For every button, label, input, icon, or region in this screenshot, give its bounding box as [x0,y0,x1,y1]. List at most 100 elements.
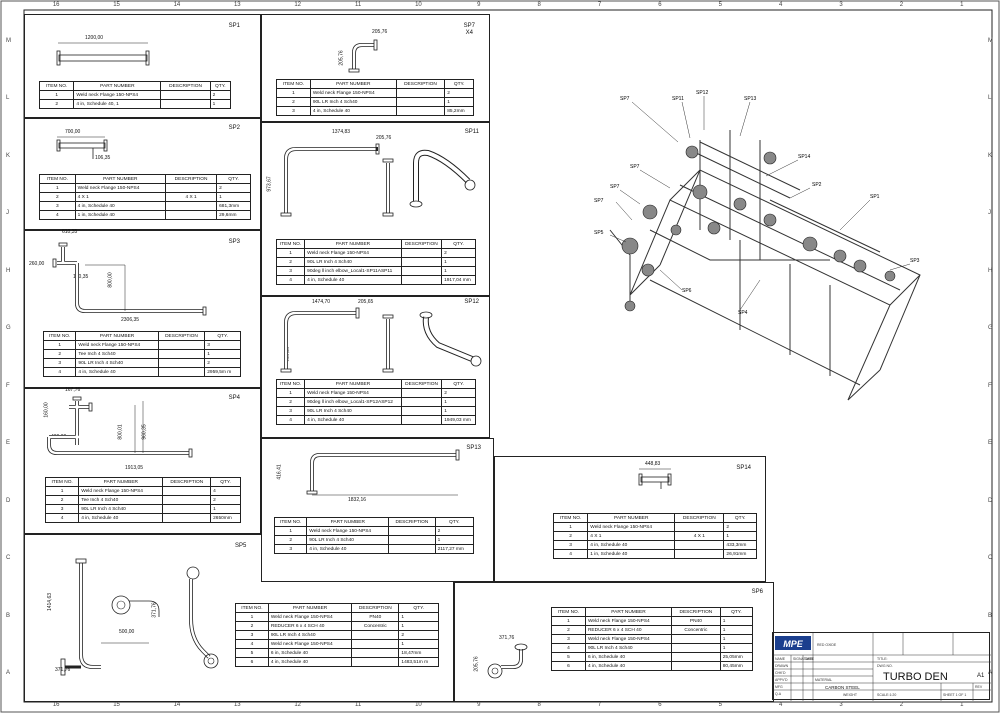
bom-cell [164,201,218,211]
sp11-pipe-drawing [280,143,476,217]
zone-marker: D [988,497,993,504]
material-value: CARBON STEEL [825,685,860,690]
bom-cell: 1 [441,406,476,416]
zone-marker: G [6,325,11,332]
bom-cell: 6 in, Schedule 40 [267,648,353,658]
bom-cell: 5 [551,652,586,662]
zone-marker: 15 [113,2,120,8]
zone-marker: D [6,497,11,504]
dim-label: 448,83 [645,461,661,467]
bom-cell: 3 [204,340,241,350]
zone-marker: 1 [960,2,964,8]
zone-marker: 1 [960,702,964,708]
bom-header-cell: QTY. [216,174,251,184]
bom-cell: Weld neck Flange 150-NPS4 [73,90,162,100]
iso-label: SP11 [672,96,684,102]
bom-cell [351,639,400,649]
zone-marker: 3 [839,2,843,8]
bom-cell: 4 [210,486,241,496]
zone-marker: H [6,267,11,274]
zone-marker: L [6,95,10,102]
bom-cell: 4 [235,639,269,649]
bom-cell [388,526,436,536]
bom-cell: 1 [398,621,439,631]
panel-title: SP5 [235,543,247,549]
titleblock-small: DRAWN [775,664,789,668]
bom-cell [671,652,721,662]
bom-cell: 2 [441,248,476,258]
bom-cell: Weld neck Flange 150-NPS4 [584,616,673,626]
bom-cell: Tee Inch 4 Sch40 [75,349,159,359]
bom-cell: 2 [39,192,76,202]
bom-cell: 1 [42,340,77,350]
bom-header-cell: PART NUMBER [306,517,390,527]
bom-header-cell: PART NUMBER [78,477,164,487]
bom-cell [162,495,212,505]
zone-marker: C [988,555,993,562]
zone-marker: 9 [477,702,481,708]
bom-header-cell: DESCRIPTION [674,513,725,523]
bom-cell: 1 [204,349,241,359]
titleblock-small: NAME [775,657,786,661]
bom-cell [164,210,218,220]
bom-header-cell: QTY. [398,603,439,613]
bom-cell: 4 in, Schedule 40 [304,415,402,425]
bom-cell: 2 [42,349,77,359]
bom-header-cell: QTY. [209,81,232,91]
bom-cell: Concentric [671,625,721,635]
bom-cell: 2 [398,630,439,640]
titleblock-small: TITLE: [877,657,888,661]
bom-cell: 1 [398,612,439,622]
bom-cell: 4 [275,275,306,285]
zone-marker: 7 [597,2,602,8]
zone-marker: 5 [718,702,722,708]
sp2-pipe-drawing [56,136,108,159]
sp1-pipe-drawing [56,42,150,66]
bom-cell: 2 [441,388,476,398]
bom-cell: 4 in, Schedule 40, 1 [73,99,162,109]
dim-label: 205,76 [372,29,388,35]
bom-cell: 1 [441,266,476,276]
bom-cell: 90L LR Inch 4 Sch40 [78,504,164,514]
zone-marker: 16 [52,702,60,708]
bom-cell: 2959,5m m [204,367,241,377]
bom-cell: 2117,27 mm [434,544,475,554]
zone-marker: 2 [899,702,904,708]
bom-cell: 26,91mm [723,549,757,559]
bom-cell: 90deg ll inch elbow_Local1-SP11ASP11 [304,266,402,276]
bom-cell: 1 [398,639,439,649]
panel-sp3: SP3 610,35 260,00 180,35 800,00 2306,35 … [24,229,261,388]
bom-cell: 1 [276,88,311,98]
titleblock-small: CHK'D [775,671,786,675]
zone-marker: C [6,555,11,562]
zone-marker: 12 [294,2,302,8]
bom-cell: 1 [444,97,474,107]
dim-label: 260,00 [29,261,45,267]
bom-cell: Weld neck Flange 150-NPS4 [78,486,164,496]
zone-marker: 11 [354,2,362,8]
bom-cell: 3 [275,266,306,276]
zone-marker: 5 [718,2,722,8]
zone-marker: A [6,670,11,677]
bom-cell: Weld neck Flange 150-NPS4 [75,340,159,350]
zone-marker: H [988,267,993,274]
sp7-elbow-drawing [348,39,378,73]
titleblock-small: REV [975,685,983,689]
